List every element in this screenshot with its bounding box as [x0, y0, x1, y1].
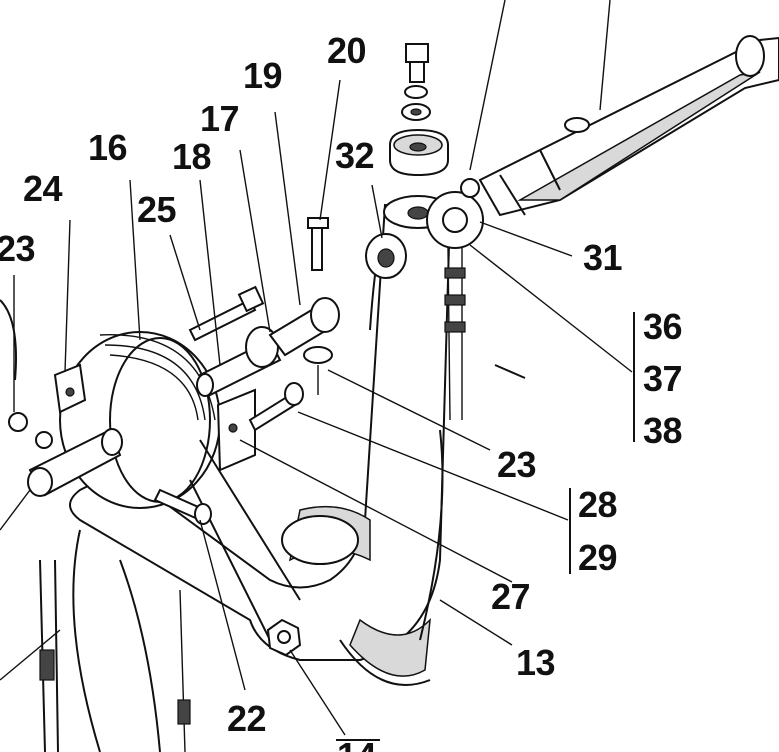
- callout-38: 38: [643, 410, 683, 451]
- spacer: [196, 326, 282, 397]
- bushing: [268, 297, 340, 357]
- callout-25: 25: [137, 189, 177, 230]
- callout-14: 14: [337, 738, 376, 752]
- callout-19: 19: [243, 55, 283, 96]
- bracket: [53, 363, 87, 414]
- handle-tube: [478, 35, 779, 217]
- lower-legs: [0, 529, 191, 752]
- callout-31: 31: [583, 237, 623, 278]
- callout-16: 16: [88, 127, 128, 168]
- bolt-22: [153, 488, 212, 525]
- callout-20: 20: [327, 30, 367, 71]
- idler-32: [365, 233, 407, 331]
- pin: [494, 364, 526, 379]
- callout-36: 36: [643, 306, 683, 347]
- bolt: [188, 285, 265, 342]
- bolt-28: [248, 382, 304, 432]
- callout-24: 24: [23, 168, 63, 209]
- callout-22: 22: [227, 698, 267, 739]
- callout-23-left: 23: [0, 228, 36, 269]
- sprocket: [426, 178, 484, 249]
- nut-14: [266, 618, 302, 657]
- bracket-27: [216, 388, 256, 472]
- callout-32: 32: [335, 135, 375, 176]
- washer: [35, 431, 53, 449]
- callout-17: 17: [200, 98, 240, 139]
- callout-29: 29: [578, 537, 618, 578]
- bolt-20: [307, 217, 329, 271]
- callout-13: 13: [516, 642, 556, 683]
- callout-37: 37: [643, 358, 683, 399]
- callout-28: 28: [578, 484, 618, 525]
- nut-23: [303, 346, 333, 395]
- chain: [419, 247, 466, 641]
- leader-lines: [0, 79, 633, 736]
- callout-27: 27: [491, 576, 531, 617]
- callout-23-right: 23: [497, 444, 537, 485]
- shaft: [27, 428, 123, 497]
- callout-18: 18: [172, 136, 212, 177]
- nut: [8, 412, 28, 432]
- top-hardware: [389, 43, 449, 177]
